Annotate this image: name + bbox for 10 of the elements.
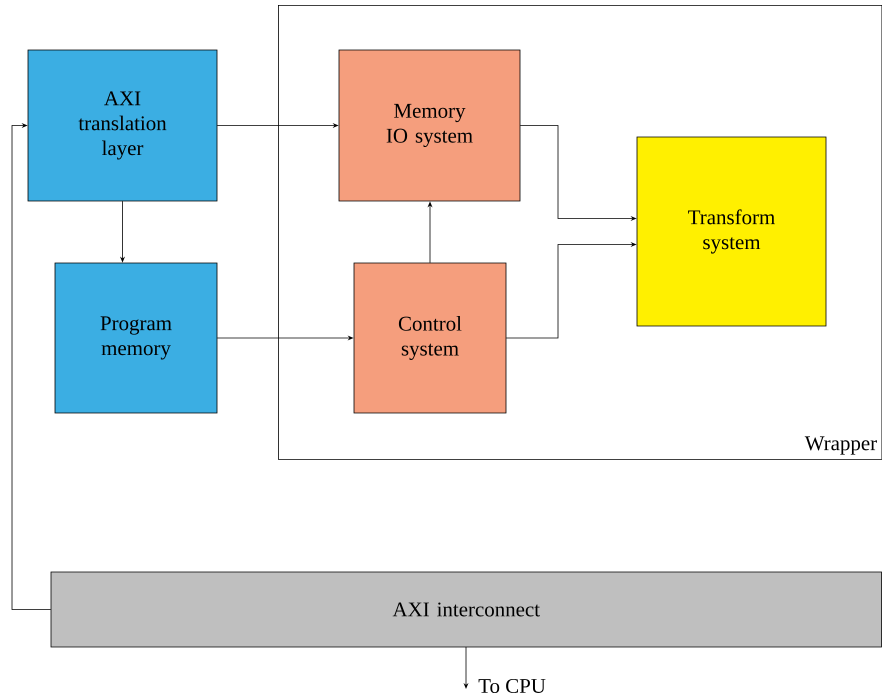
text-label: To CPU bbox=[478, 678, 546, 693]
process-box: Memory IO system bbox=[338, 50, 520, 202]
interconnect-bar: AXI interconnect bbox=[50, 572, 882, 648]
process-box: Control system bbox=[354, 262, 506, 414]
wrapper-box bbox=[278, 4, 882, 460]
process-box: Program memory bbox=[54, 262, 218, 414]
arrow bbox=[12, 122, 51, 610]
process-box: AXI translation layer bbox=[28, 50, 218, 202]
process-box: Transform system bbox=[636, 136, 826, 326]
box-label: Wrapper bbox=[804, 436, 877, 455]
